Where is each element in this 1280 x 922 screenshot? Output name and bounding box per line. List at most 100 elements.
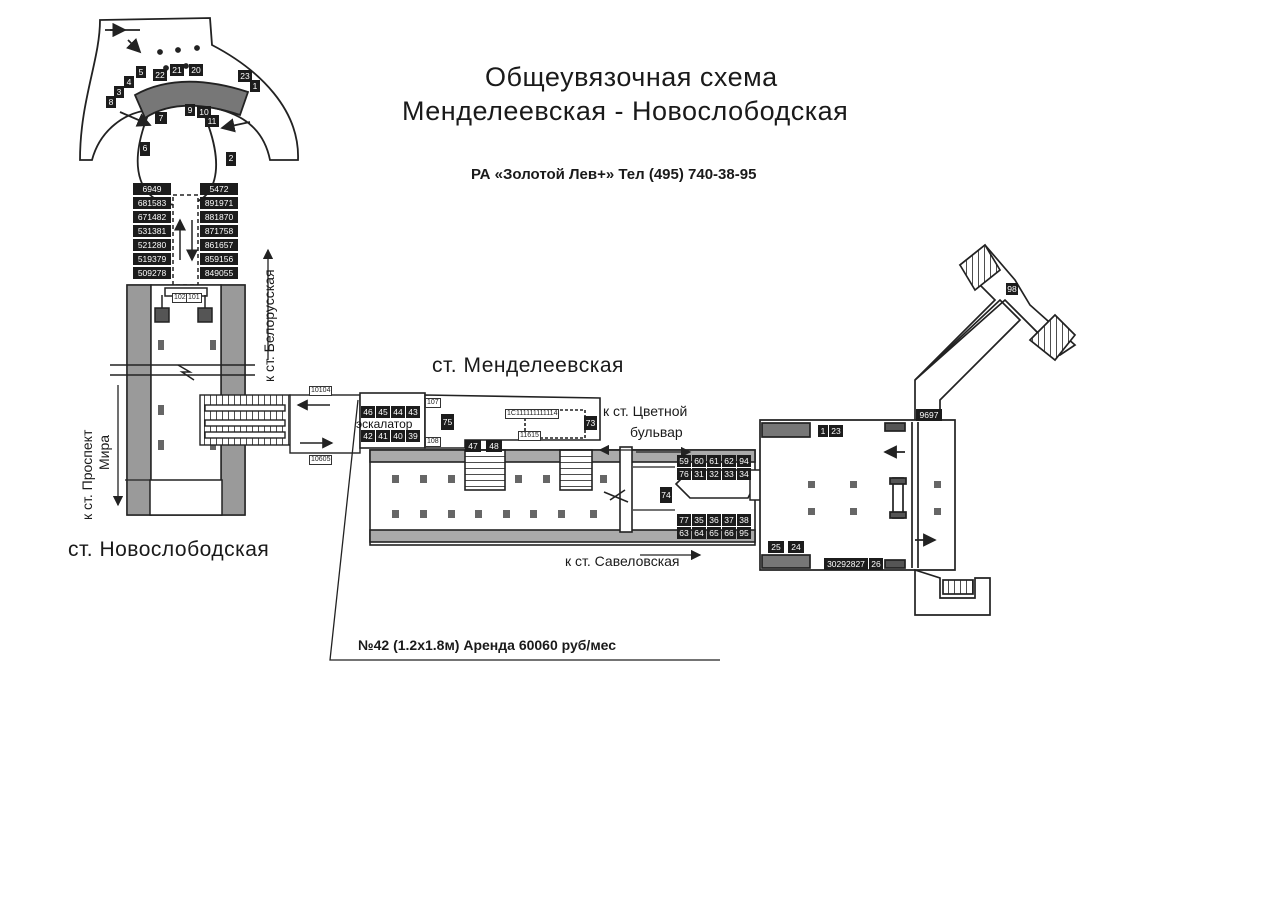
ad-board: 36 bbox=[707, 514, 721, 526]
ad-board-4: 4 bbox=[124, 76, 134, 88]
east-top-boards: 59 60 61 62 94 76 31 32 33 34 bbox=[677, 455, 751, 480]
ad-board: 37 bbox=[722, 514, 736, 526]
ad-board-101: 101 bbox=[186, 293, 202, 303]
station-label-mendeleevskaya: ст. Менделеевская bbox=[432, 354, 624, 377]
east-vestibule bbox=[759, 419, 991, 616]
ad-board-74: 74 bbox=[660, 487, 672, 503]
ad-board: 34 bbox=[737, 468, 751, 480]
ad-board-21: 21 bbox=[170, 64, 184, 76]
direction-tsvetnoy-line2: бульвар bbox=[630, 424, 683, 440]
ad-board-24: 24 bbox=[788, 541, 804, 553]
rent-note: №42 (1.2х1.8м) Аренда 60060 руб/мес bbox=[358, 637, 617, 653]
ad-board-23-east: 23 bbox=[829, 425, 843, 437]
ad-board-5: 5 bbox=[136, 66, 146, 78]
mendeleevskaya-hall bbox=[359, 392, 601, 449]
ad-board-2: 2 bbox=[226, 152, 236, 166]
ad-board-9697: 9697 bbox=[916, 409, 942, 421]
mend-platform-columns bbox=[392, 475, 607, 518]
ad-board-10605: 10605 bbox=[309, 455, 333, 465]
ad-board: 62 bbox=[722, 455, 736, 467]
ad-board-108: 108 bbox=[425, 437, 441, 447]
ad-board-1: 1 bbox=[250, 80, 260, 92]
station-label-novoslobodskaya: ст. Новослободская bbox=[68, 538, 270, 561]
direction-belorusskaya: к ст. Белорусская bbox=[261, 269, 277, 382]
ad-board: 891971 bbox=[200, 197, 238, 209]
ad-board-25: 25 bbox=[768, 541, 784, 553]
right-board-column: 5472 891971 881870 871758 861657 859156 … bbox=[200, 183, 238, 281]
ad-board: 65 bbox=[707, 527, 721, 539]
ad-board-44: 44 bbox=[391, 406, 405, 418]
ad-board-10104: 10104 bbox=[309, 386, 333, 396]
ad-board-39: 39 bbox=[406, 430, 420, 442]
ad-board-8: 8 bbox=[106, 96, 116, 108]
direction-tsvetnoy-line1: к ст. Цветной bbox=[603, 403, 688, 419]
ad-board: 6949 bbox=[133, 183, 171, 195]
novo-escalator-shaft bbox=[172, 194, 199, 286]
ad-board: 32 bbox=[707, 468, 721, 480]
east-bottom-boards: 77 35 36 37 38 63 64 65 66 95 bbox=[677, 514, 751, 539]
ad-board: 61 bbox=[707, 455, 721, 467]
ad-board: 861657 bbox=[200, 239, 238, 251]
ad-board-40: 40 bbox=[391, 430, 405, 442]
ad-board: 95 bbox=[737, 527, 751, 539]
ad-board: 531381 bbox=[133, 225, 171, 237]
ad-board-30292827: 30292827 bbox=[824, 558, 868, 570]
ad-board: 76 bbox=[677, 468, 691, 480]
ad-board-98: 98 bbox=[1006, 283, 1018, 295]
ad-board-3: 3 bbox=[114, 86, 124, 98]
ad-board: 671482 bbox=[133, 211, 171, 223]
ad-board: 521280 bbox=[133, 239, 171, 251]
escalator-label: эскалатор bbox=[356, 417, 413, 431]
ad-board-9: 9 bbox=[185, 104, 195, 116]
ad-board-46: 46 bbox=[361, 406, 375, 418]
ad-board: 871758 bbox=[200, 225, 238, 237]
ad-board-48: 48 bbox=[486, 440, 502, 452]
ad-board-7: 7 bbox=[155, 112, 167, 124]
ad-board: 519379 bbox=[133, 253, 171, 265]
ad-board-23: 23 bbox=[238, 70, 252, 82]
diagram-title-line-2: Менделеевская - Новослободская bbox=[402, 96, 849, 126]
ad-board: 31 bbox=[692, 468, 706, 480]
ad-board-75: 75 bbox=[441, 414, 454, 430]
ad-board-41: 41 bbox=[376, 430, 390, 442]
ad-board-11: 11 bbox=[205, 115, 219, 127]
ad-board: 859156 bbox=[200, 253, 238, 265]
contact-line: РА «Золотой Лев+» Тел (495) 740-38-95 bbox=[471, 166, 757, 183]
direction-savelovskaya: к ст. Савеловская bbox=[565, 553, 680, 569]
direction-prospekt-mira-line1: к ст. Проспект bbox=[79, 429, 95, 520]
ad-board: 60 bbox=[692, 455, 706, 467]
ad-board-26: 26 bbox=[869, 558, 883, 570]
ad-board: 881870 bbox=[200, 211, 238, 223]
ad-board: 509278 bbox=[133, 267, 171, 279]
escalator-boards-bottom: 42 41 40 39 bbox=[361, 430, 420, 442]
east-hall-columns bbox=[808, 481, 941, 515]
ad-board: 38 bbox=[737, 514, 751, 526]
escalator-boards-top: 46 45 44 43 bbox=[361, 406, 420, 418]
ad-board: 35 bbox=[692, 514, 706, 526]
ad-board: 94 bbox=[737, 455, 751, 467]
direction-prospekt-mira-line2: Мира bbox=[96, 434, 112, 470]
ad-board-43: 43 bbox=[406, 406, 420, 418]
ad-board: 66 bbox=[722, 527, 736, 539]
ad-board: 77 bbox=[677, 514, 691, 526]
ad-board-47: 47 bbox=[465, 440, 481, 452]
ad-board: 64 bbox=[692, 527, 706, 539]
ad-board: 5472 bbox=[200, 183, 238, 195]
ad-board-20: 20 bbox=[189, 64, 203, 76]
ad-board: 681583 bbox=[133, 197, 171, 209]
diagram-title-line-1: Общеувязочная схема bbox=[485, 62, 778, 92]
ad-board: 849055 bbox=[200, 267, 238, 279]
ad-board-45: 45 bbox=[376, 406, 390, 418]
ad-board-73: 73 bbox=[584, 416, 597, 430]
ad-board-107: 107 bbox=[425, 398, 441, 408]
ad-board-1c111111111114: 1С111111111114 bbox=[505, 409, 560, 419]
ad-board: 63 bbox=[677, 527, 691, 539]
ad-board: 59 bbox=[677, 455, 691, 467]
ad-board-6: 6 bbox=[140, 142, 150, 156]
ad-board: 33 bbox=[722, 468, 736, 480]
left-board-column: 6949 681583 671482 531381 521280 519379 … bbox=[133, 183, 171, 281]
ad-board-42: 42 bbox=[361, 430, 375, 442]
upper-exit-passage bbox=[914, 243, 1077, 420]
ad-board-11615: 11615 bbox=[518, 431, 541, 441]
